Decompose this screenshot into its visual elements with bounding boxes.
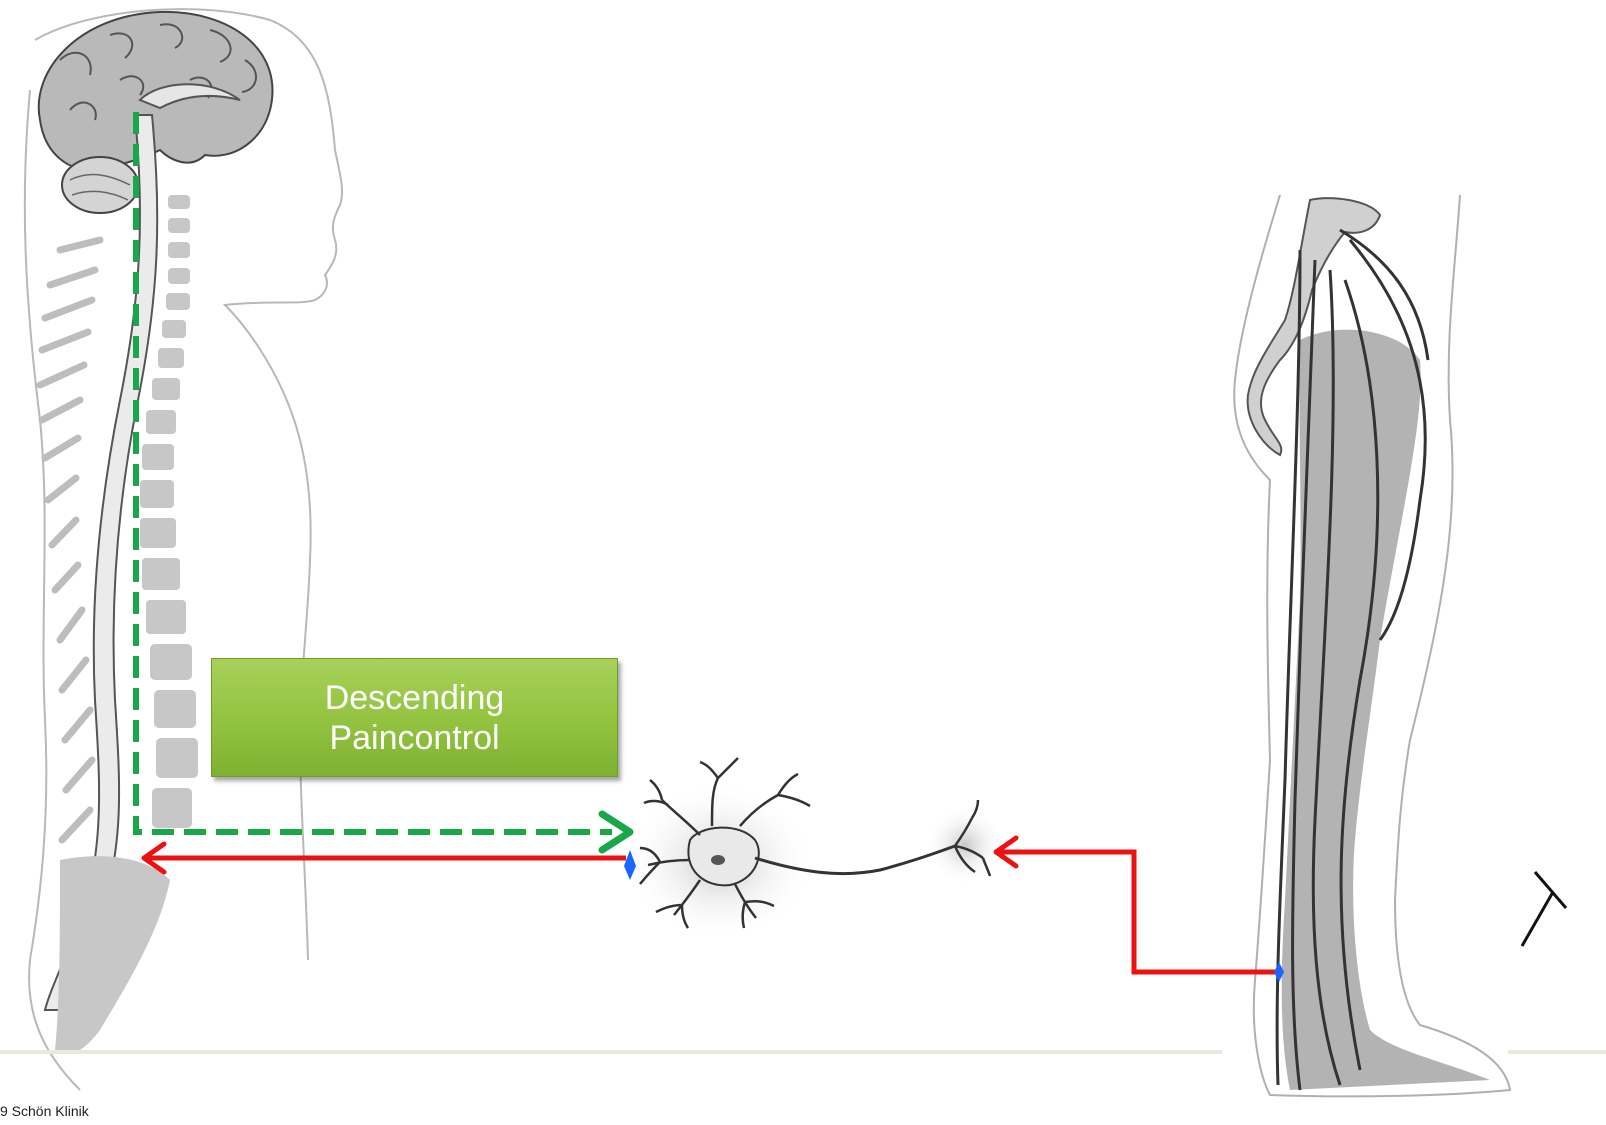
human-head-torso <box>25 9 342 1090</box>
footer-divider-left <box>0 1050 1222 1054</box>
nerve-ending-icon <box>1522 872 1566 946</box>
leg-nerves-icon <box>1234 195 1510 1096</box>
footer-text: 9 Schön Klinik <box>0 1103 89 1119</box>
footer-divider-right <box>1508 1050 1606 1054</box>
descending-pain-control-label: Descending Paincontrol <box>211 658 618 777</box>
neuron-icon <box>625 758 1005 942</box>
label-text: Descending Paincontrol <box>285 678 545 758</box>
spinal-cord-icon <box>40 115 198 1054</box>
